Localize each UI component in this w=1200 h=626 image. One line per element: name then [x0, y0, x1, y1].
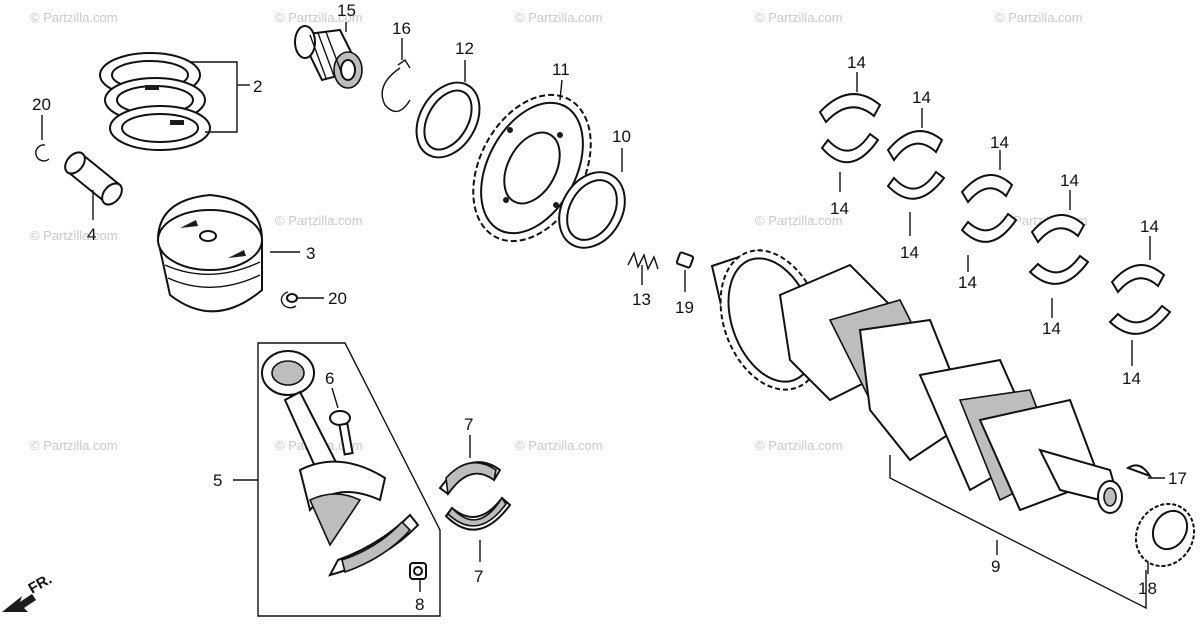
leader-lines — [41, 22, 1165, 610]
connecting-rod[interactable] — [261, 350, 387, 547]
main-journal-bearing[interactable] — [1028, 214, 1090, 285]
callout-10[interactable]: 10 — [612, 127, 631, 146]
needle-bearing[interactable] — [294, 25, 363, 89]
watermark: © Partzilla.com — [515, 10, 603, 25]
callout-14[interactable]: 14 — [912, 88, 931, 107]
main-journal-bearing[interactable] — [818, 93, 882, 164]
callout-14[interactable]: 14 — [1122, 369, 1141, 388]
main-journal-bearing[interactable] — [886, 130, 946, 200]
connecting-rod-bearing[interactable] — [444, 496, 512, 531]
callout-14[interactable]: 14 — [1060, 171, 1079, 190]
circlip[interactable] — [381, 58, 411, 113]
collar[interactable] — [546, 160, 638, 259]
callout-7[interactable]: 7 — [464, 415, 473, 434]
piston-pin-clip[interactable] — [35, 144, 50, 162]
watermark: © Partzilla.com — [30, 438, 118, 453]
connecting-rod-group-box — [257, 342, 441, 617]
watermark: © Partzilla.com — [755, 10, 843, 25]
callout-14[interactable]: 14 — [847, 53, 866, 72]
main-journal-bearing[interactable] — [960, 174, 1018, 243]
dowel-pin[interactable] — [675, 251, 695, 269]
callout-15[interactable]: 15 — [337, 1, 356, 20]
callout-7[interactable]: 7 — [474, 567, 483, 586]
watermark: © Partzilla.com — [275, 213, 363, 228]
callout-14[interactable]: 14 — [990, 133, 1009, 152]
callouts: 2 3 4 5 6 7 7 8 9 10 11 12 13 14 14 14 1… — [32, 1, 1187, 614]
callout-14[interactable]: 14 — [1140, 217, 1159, 236]
callout-3[interactable]: 3 — [306, 244, 315, 263]
callout-12[interactable]: 12 — [455, 39, 474, 58]
woodruff-key[interactable] — [1125, 464, 1153, 478]
callout-16[interactable]: 16 — [392, 19, 411, 38]
piston[interactable] — [156, 193, 263, 313]
watermark: © Partzilla.com — [275, 10, 363, 25]
callout-14[interactable]: 14 — [958, 273, 977, 292]
callout-13[interactable]: 13 — [632, 290, 651, 309]
connecting-rod-bolt[interactable] — [329, 410, 354, 456]
cam-chain-sprocket[interactable] — [449, 75, 614, 262]
callout-14[interactable]: 14 — [900, 243, 919, 262]
callout-14[interactable]: 14 — [830, 199, 849, 218]
callout-11[interactable]: 11 — [552, 60, 570, 79]
callout-20[interactable]: 20 — [328, 289, 347, 308]
spring[interactable] — [627, 251, 659, 271]
watermark: © Partzilla.com — [30, 228, 118, 243]
watermark: © Partzilla.com — [30, 10, 118, 25]
callout-4[interactable]: 4 — [87, 225, 96, 244]
callout-5[interactable]: 5 — [213, 471, 222, 490]
front-direction-arrow: FR. — [2, 571, 55, 612]
callout-19[interactable]: 19 — [675, 298, 694, 317]
main-journal-bearing[interactable] — [1108, 264, 1172, 335]
callout-17[interactable]: 17 — [1168, 469, 1187, 488]
crankshaft[interactable] — [702, 236, 1123, 514]
watermark: © Partzilla.com — [515, 438, 603, 453]
spacer[interactable] — [404, 71, 492, 168]
callout-9[interactable]: 9 — [991, 557, 1000, 576]
watermark: © Partzilla.com — [995, 10, 1083, 25]
callout-20[interactable]: 20 — [32, 95, 51, 114]
radial-ball-bearing[interactable] — [1125, 493, 1200, 576]
piston-pin-clip[interactable] — [280, 291, 298, 309]
callout-14[interactable]: 14 — [1042, 319, 1061, 338]
callout-6[interactable]: 6 — [325, 369, 334, 388]
connecting-rod-nut[interactable] — [409, 562, 427, 580]
watermark: © Partzilla.com — [755, 438, 843, 453]
callout-8[interactable]: 8 — [415, 595, 424, 614]
callout-18[interactable]: 18 — [1138, 579, 1157, 598]
callout-2[interactable]: 2 — [253, 77, 262, 96]
connecting-rod-bearing[interactable] — [438, 461, 502, 497]
piston-ring-set[interactable] — [99, 52, 211, 151]
watermark: © Partzilla.com — [755, 213, 843, 228]
connecting-rod-cap[interactable] — [328, 513, 420, 577]
front-marker: FR. — [26, 571, 55, 598]
